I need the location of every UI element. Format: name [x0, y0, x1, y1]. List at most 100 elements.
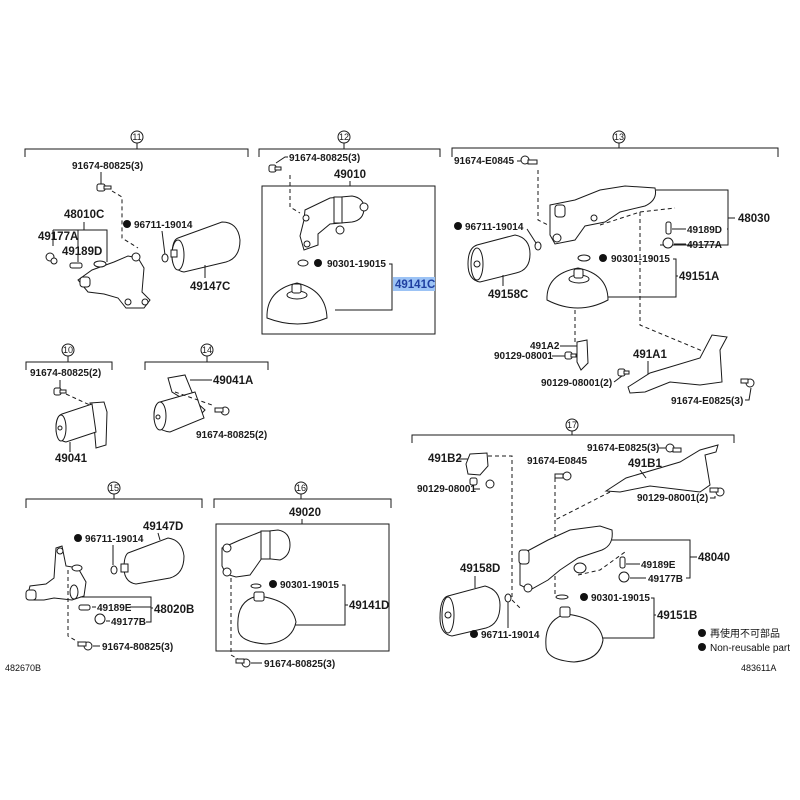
part-label[interactable]: 91674-80825(3)	[264, 659, 335, 670]
bolt-icon	[53, 387, 67, 396]
part-label[interactable]: 491B2	[428, 453, 462, 465]
bolt-icon	[235, 658, 251, 668]
part-label[interactable]: 91674-80825(2)	[196, 430, 267, 441]
part-label[interactable]: 48020B	[154, 604, 194, 616]
part-label[interactable]: 48030	[738, 213, 770, 225]
footer-code-left: 482670B	[5, 663, 41, 673]
accumulator-dome-drawing	[266, 282, 328, 325]
part-label-highlighted[interactable]: 49141C	[395, 279, 435, 291]
o-ring-icon	[161, 253, 169, 263]
bolt-icon	[268, 164, 282, 173]
bolt-icon	[564, 351, 577, 360]
section-16: 16 49020 90301-19015 49141D 91674-80825(…	[213, 481, 392, 670]
motor-drawing	[55, 401, 108, 449]
part-label[interactable]: 96711-19014	[85, 534, 144, 545]
dashed-leader	[577, 551, 626, 576]
nut-icon	[94, 613, 106, 625]
part-label[interactable]: 90129-08001	[494, 351, 553, 362]
part-label[interactable]: 91674-80825(3)	[72, 161, 143, 172]
part-label[interactable]: 90129-08001	[417, 484, 476, 495]
part-label[interactable]: 49158D	[460, 563, 500, 575]
part-label[interactable]: 49189E	[641, 560, 676, 571]
filter-cylinder-drawing	[439, 585, 501, 637]
pump-drawing	[221, 529, 291, 578]
leader-line	[335, 263, 393, 311]
part-label[interactable]: 96711-19014	[481, 630, 540, 641]
section-12-bracket	[258, 143, 441, 157]
filter-cylinder-drawing	[467, 234, 531, 283]
leader-line	[80, 596, 153, 623]
highlight-box	[393, 277, 435, 291]
part-label[interactable]: 91674-80825(2)	[30, 368, 101, 379]
part-label[interactable]: 49010	[334, 169, 366, 181]
part-label[interactable]: 491B1	[628, 458, 662, 470]
section-15-number: 15	[109, 483, 119, 493]
part-label[interactable]: 49177A	[687, 240, 722, 251]
nut-icon	[618, 571, 630, 583]
o-ring-icon	[297, 259, 309, 267]
part-label[interactable]: 49177B	[648, 574, 683, 585]
part-label[interactable]: 48010C	[64, 209, 104, 221]
part-label[interactable]: 49189D	[687, 225, 722, 236]
part-label[interactable]: 49141D	[349, 600, 389, 612]
section-16-number: 16	[296, 483, 306, 493]
part-label[interactable]: 90129-08001(2)	[541, 378, 612, 389]
part-label[interactable]: 49041A	[213, 375, 253, 387]
bolt-icon	[214, 406, 230, 416]
part-label[interactable]: 49177A	[38, 231, 78, 243]
bolt-icon	[96, 183, 112, 192]
part-label[interactable]: 49147C	[190, 281, 230, 293]
part-label[interactable]: 49177B	[111, 617, 146, 628]
part-label[interactable]: 49151B	[657, 610, 697, 622]
part-label[interactable]: 48040	[698, 552, 730, 564]
part-label[interactable]: 49147D	[143, 521, 183, 533]
part-label[interactable]: 90129-08001(2)	[637, 493, 708, 504]
part-label[interactable]: 49189D	[62, 246, 102, 258]
part-label[interactable]: 91674-80825(3)	[289, 153, 360, 164]
nut-icon	[662, 237, 674, 249]
dashed-leader	[554, 491, 611, 521]
bracket-drawing	[604, 444, 719, 493]
part-label[interactable]: 90301-19015	[611, 254, 670, 265]
dashed-leader	[230, 578, 241, 661]
part-label[interactable]: 91674-80825(3)	[102, 642, 173, 653]
part-label[interactable]: 49020	[289, 507, 321, 519]
part-label[interactable]: 91674-E0825(3)	[671, 396, 743, 407]
part-label[interactable]: 90301-19015	[591, 593, 650, 604]
part-label[interactable]: 91674-E0845	[527, 456, 587, 467]
leader-line	[613, 375, 623, 383]
part-label[interactable]: 91674-E0845	[454, 156, 514, 167]
legend-text-jp: 再使用不可部品	[710, 627, 780, 640]
part-label[interactable]: 49151A	[679, 271, 719, 283]
master-cylinder-drawing	[518, 525, 613, 593]
part-label[interactable]: 491A1	[633, 349, 667, 361]
dashed-leader	[537, 170, 551, 227]
part-label[interactable]: 91674-E0825(3)	[587, 443, 659, 454]
accumulator-sphere-drawing	[545, 606, 604, 663]
part-label[interactable]: 49189E	[97, 603, 132, 614]
part-label[interactable]: 90301-19015	[327, 259, 386, 270]
section-14-number: 14	[202, 345, 212, 355]
leader-line	[157, 532, 161, 541]
section-11: 11 91674-80825(3) 48010C 49177A 49189D 9…	[24, 130, 249, 309]
section-13-number: 13	[614, 132, 624, 142]
fitting-icon	[78, 604, 91, 611]
part-label[interactable]: 96711-19014	[134, 220, 193, 231]
non-reusable-marker	[123, 220, 131, 228]
pump-body-drawing	[77, 252, 151, 309]
bolt-icon	[520, 155, 538, 165]
part-label[interactable]: 491A2	[530, 341, 560, 352]
motor-drawing	[153, 374, 206, 433]
part-label[interactable]: 49041	[55, 453, 88, 465]
part-label[interactable]: 96711-19014	[465, 222, 524, 233]
section-10-number: 10	[63, 345, 73, 355]
part-label[interactable]: 49158C	[488, 289, 528, 301]
o-ring-icon	[534, 241, 542, 251]
leader-line	[295, 584, 348, 626]
section-17-number: 17	[567, 420, 577, 430]
bolt-icon	[77, 641, 93, 651]
o-ring-icon	[250, 583, 262, 589]
o-ring-icon	[577, 254, 591, 262]
part-label[interactable]: 90301-19015	[280, 580, 339, 591]
assembly-box	[215, 523, 390, 652]
